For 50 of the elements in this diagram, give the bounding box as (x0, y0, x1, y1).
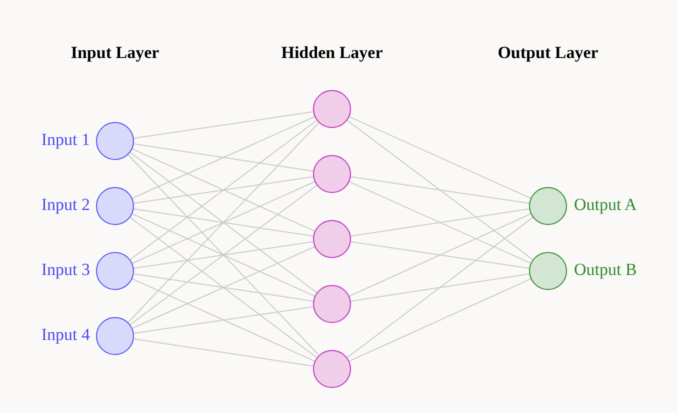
neuron-circle (96, 122, 134, 160)
layer-heading: Output Layer (498, 43, 598, 63)
neuron-label: Output A (574, 195, 637, 215)
connection-line (348, 116, 532, 199)
connection-line (130, 184, 318, 326)
connection-line (132, 181, 316, 264)
neuron-circle (96, 317, 134, 355)
connection-line (350, 176, 530, 204)
connection-line (132, 148, 316, 232)
neuron-label: Input 2 (41, 195, 90, 215)
connection-line (133, 273, 314, 302)
neuron-circle (96, 187, 134, 225)
connection-line (133, 306, 314, 334)
connection-line (348, 278, 532, 362)
connection-line (130, 152, 318, 294)
connection-line (133, 338, 314, 367)
connection-line (350, 241, 530, 269)
neuron-label: Input 4 (41, 325, 90, 345)
connection-line (133, 143, 314, 172)
connection-line (348, 213, 532, 297)
connection-line (132, 213, 316, 297)
layer-heading: Input Layer (70, 43, 160, 63)
connection-line (128, 122, 320, 323)
connection-line (348, 181, 532, 264)
connection-line (133, 208, 314, 237)
neuron-circle (313, 155, 351, 193)
connection-line (133, 176, 314, 204)
connection-line (132, 246, 316, 329)
neuron-label: Output B (574, 260, 637, 280)
connection-line (132, 116, 316, 199)
connection-line (133, 241, 314, 269)
connection-line (133, 111, 314, 139)
neuron-circle (313, 90, 351, 128)
connection-line (350, 208, 530, 237)
connection-line (132, 278, 316, 362)
neuron-circle (529, 187, 567, 225)
connection-line (346, 216, 534, 358)
connection-line (130, 216, 318, 358)
connection-line (346, 120, 534, 260)
neuron-circle (529, 252, 567, 290)
layer-heading: Hidden Layer (281, 43, 383, 63)
neuron-circle (313, 220, 351, 258)
neuron-circle (96, 252, 134, 290)
neuron-circle (313, 285, 351, 323)
connection-line (128, 154, 320, 356)
neuron-label: Input 1 (41, 130, 90, 150)
connection-line (350, 273, 530, 302)
neuron-label: Input 3 (41, 260, 90, 280)
neuron-circle (313, 350, 351, 388)
connection-line (130, 120, 318, 260)
